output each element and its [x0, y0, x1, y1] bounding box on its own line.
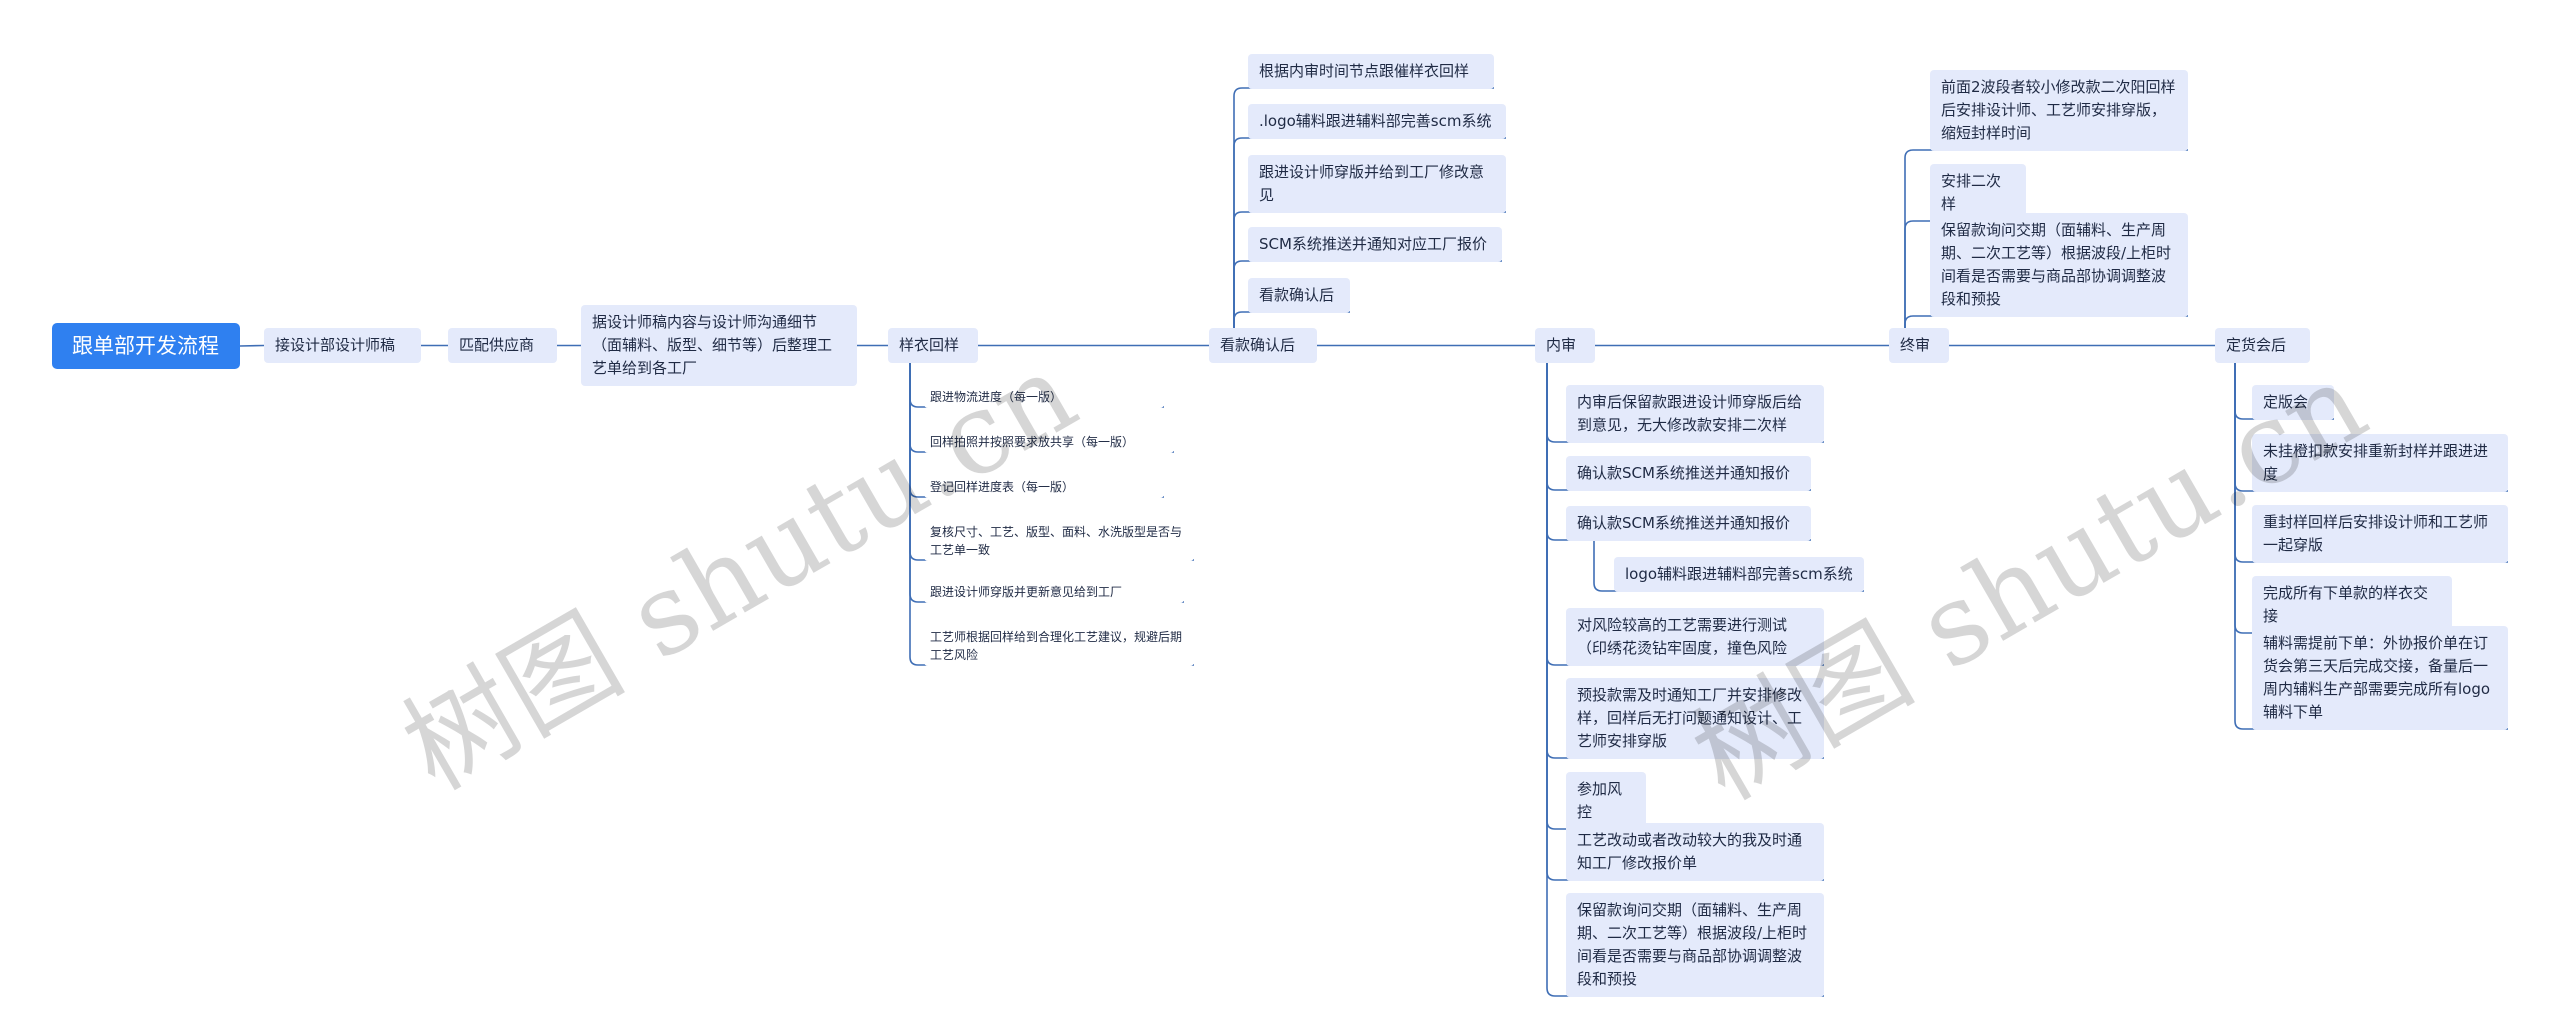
internal-item-pre-order[interactable]: 预投款需及时通知工厂并安排修改样，回样后无打问题通知设计、工艺师安排穿版	[1566, 678, 1824, 759]
sample-item-check-size[interactable]: 复核尺寸、工艺、版型、面料、水洗版型是否与工艺单一致	[924, 521, 1194, 561]
branch-connector	[1233, 211, 1506, 346]
main-node-after-confirm[interactable]: 看款确认后	[1209, 328, 1317, 363]
internal-item-risk-control[interactable]: 参加风控	[1566, 772, 1646, 830]
branch-connector	[1233, 260, 1502, 346]
sample-item-photo-share[interactable]: 回样拍照并按照要求放共享（每一版）	[924, 431, 1174, 453]
confirm-item-scm-quote[interactable]: SCM系统推送并通知对应工厂报价	[1248, 227, 1502, 262]
final-item-second-return[interactable]: 前面2波段者较小修改款二次阳回样后安排设计师、工艺师安排穿版，缩短封样时间	[1930, 70, 2188, 151]
root-node[interactable]: 跟单部开发流程	[52, 323, 240, 369]
confirm-item-fitting-feedback[interactable]: 跟进设计师穿版并给到工厂修改意见	[1248, 155, 1506, 213]
sample-item-fitting[interactable]: 跟进设计师穿版并更新意见给到工厂	[924, 581, 1184, 603]
main-node-after-order-fair[interactable]: 定货会后	[2215, 328, 2310, 363]
sample-item-logistics[interactable]: 跟进物流进度（每一版）	[924, 386, 1164, 408]
branch-connector	[1546, 363, 1824, 997]
branch-connector	[1233, 87, 1494, 346]
branch-connector	[1904, 149, 2188, 346]
main-connector	[239, 344, 265, 347]
fair-item-reseal-fitting[interactable]: 重封样回样后安排设计师和工艺师一起穿版	[2252, 505, 2508, 563]
main-node-sample-return[interactable]: 样衣回样	[888, 328, 978, 363]
sample-item-craft-advice[interactable]: 工艺师根据回样给到合理化工艺建议，规避后期工艺风险	[924, 626, 1194, 666]
main-node-match-supplier[interactable]: 匹配供应商	[448, 328, 557, 363]
branch-connector	[1904, 220, 2026, 346]
internal-item-delivery-inquiry[interactable]: 保留款询问交期（面辅料、生产周期、二次工艺等）根据波段/上柜时间看是否需要与商品…	[1566, 893, 1824, 997]
confirm-item-logo-scm[interactable]: .logo辅料跟进辅料部完善scm系统	[1248, 104, 1506, 139]
confirm-item-after-confirm[interactable]: 看款确认后	[1248, 278, 1350, 313]
main-node-tech-sheet[interactable]: 据设计师稿内容与设计师沟通细节（面辅料、版型、细节等）后整理工艺单给到各工厂	[581, 305, 857, 386]
main-node-final-review[interactable]: 终审	[1889, 328, 1949, 363]
fair-item-handover[interactable]: 完成所有下单款的样衣交接	[2252, 576, 2452, 634]
branch-connector	[1233, 137, 1506, 346]
internal-item-quote-update[interactable]: 工艺改动或者改动较大的我及时通知工厂修改报价单	[1566, 823, 1824, 881]
branch-connector	[2234, 363, 2508, 730]
main-node-internal-review[interactable]: 内审	[1535, 328, 1595, 363]
final-item-second-sample[interactable]: 安排二次样	[1930, 164, 2026, 222]
fair-item-version-meeting[interactable]: 定版会	[2252, 385, 2334, 420]
main-node-receive-design[interactable]: 接设计部设计师稿	[264, 328, 421, 363]
fair-item-accessory-order[interactable]: 辅料需提前下单：外协报价单在订货会第三天后完成交接，备量后一周内辅料生产部需要完…	[2252, 626, 2508, 730]
sample-item-register[interactable]: 登记回样进度表（每一版）	[924, 476, 1164, 498]
branch-connector	[1904, 315, 2188, 346]
internal-sub-logo-scm[interactable]: logo辅料跟进辅料部完善scm系统	[1614, 557, 1864, 592]
fair-item-reseal[interactable]: 未挂橙扣款安排重新封样并跟进进度	[2252, 434, 2508, 492]
confirm-item-chase-sample[interactable]: 根据内审时间节点跟催样衣回样	[1248, 54, 1494, 89]
branch-connector	[1233, 311, 1350, 346]
internal-item-scm-quote-1[interactable]: 确认款SCM系统推送并通知报价	[1566, 456, 1811, 491]
final-item-delivery-inquiry[interactable]: 保留款询问交期（面辅料、生产周期、二次工艺等）根据波段/上柜时间看是否需要与商品…	[1930, 213, 2188, 317]
internal-item-scm-quote-2[interactable]: 确认款SCM系统推送并通知报价	[1566, 506, 1811, 541]
branch-connector	[1593, 541, 1864, 592]
internal-item-risk-test[interactable]: 对风险较高的工艺需要进行测试（印绣花烫钻牢固度，撞色风险	[1566, 608, 1824, 666]
internal-item-second-sample[interactable]: 内审后保留款跟进设计师穿版后给到意见，无大修改款安排二次样	[1566, 385, 1824, 443]
branch-connector	[909, 363, 1194, 666]
